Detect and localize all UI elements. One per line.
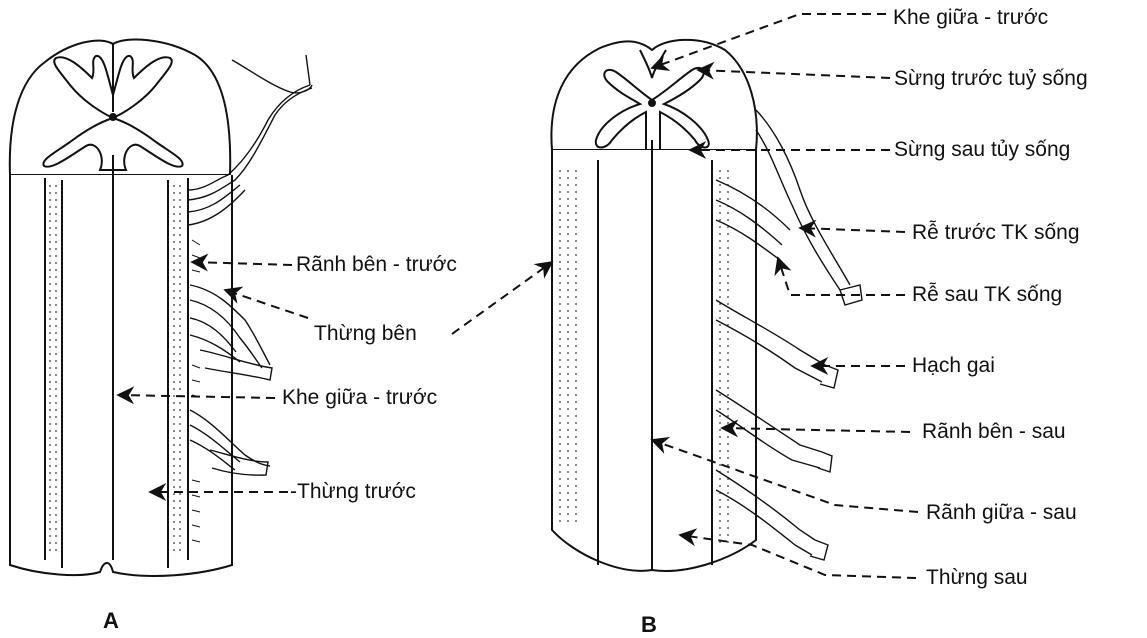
label-hach-gai: Hạch gai [912,354,995,378]
label-thung-sau: Thừng sau [926,566,1028,590]
label-khe-giua-truoc-b: Khe giữa - trước [893,6,1048,30]
label-sung-truoc: Sừng trước tuỷ sống [894,67,1088,91]
label-thung-truoc: -Thừng trước [290,480,416,504]
figure-b-spinal-cord [551,40,862,571]
label-ranh-giua-sau: Rãnh giữa - sau [926,501,1077,525]
label-sung-sau: Sừng sau tủy sống [894,138,1070,162]
panel-label-a: A [103,608,119,634]
figure-a-spinal-cord [10,39,312,575]
leader-thung-ben-b [452,262,552,334]
leader-thung-ben-a [225,290,308,318]
label-re-sau: Rễ sau TK sống [912,283,1062,307]
panel-label-b: B [641,612,657,638]
cord-a-body [10,175,232,576]
leader-re-truoc [800,228,905,232]
label-khe-giua-truoc-a: Khe giữa - trước [282,386,437,410]
label-ranh-ben-sau: Rãnh bên - sau [922,420,1066,444]
label-thung-ben: Thừng bên [314,322,417,346]
label-ranh-ben-truoc: Rãnh bên - trước [296,253,457,277]
cord-b-body [552,150,756,571]
label-re-truoc: Rễ trước TK sống [912,221,1080,245]
